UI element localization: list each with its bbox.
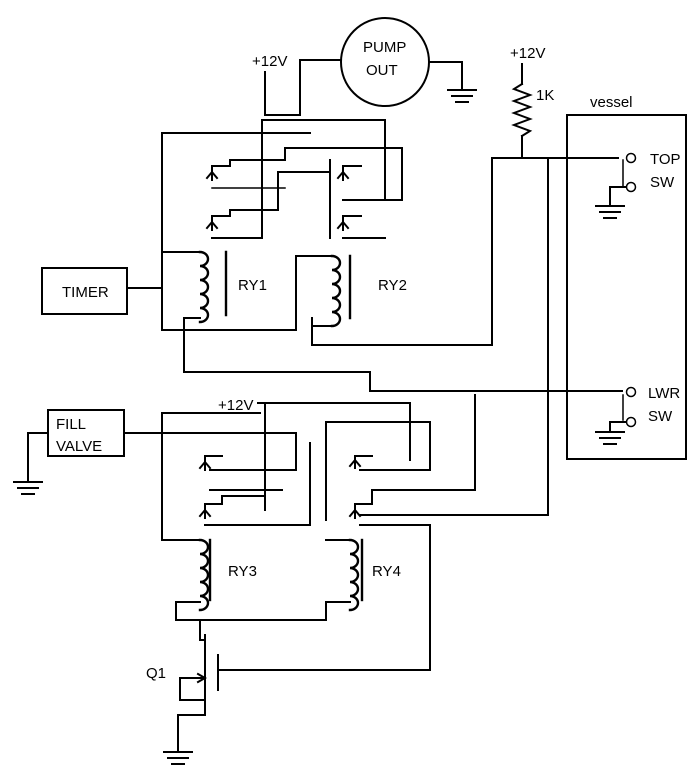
relay-ry2: RY2 xyxy=(295,254,407,328)
q1-label: Q1 xyxy=(146,665,166,682)
relay-contact-icon xyxy=(336,220,350,230)
coil-icon xyxy=(330,254,342,328)
vessel-label: vessel xyxy=(590,94,633,111)
pump-out-group: PUMP OUT xyxy=(340,17,477,107)
lower-switch-label-line2: SW xyxy=(648,408,673,425)
relay-contact-icon xyxy=(198,508,212,518)
ry2-label: RY2 xyxy=(378,277,407,294)
top-supply-label: +12V xyxy=(252,53,287,70)
ground-icon xyxy=(163,751,193,765)
left-bus xyxy=(161,132,311,541)
timer-box xyxy=(41,267,128,315)
pump-label-line1: PUMP xyxy=(363,39,406,56)
relay-ry3: RY3 xyxy=(161,538,257,641)
resistor-branch: +12V 1K xyxy=(311,45,619,516)
relay-contact-icon xyxy=(348,458,362,468)
lower-switch-contact-upper xyxy=(625,386,637,398)
ground-icon xyxy=(13,481,43,495)
ry1-label: RY1 xyxy=(238,277,267,294)
vessel-outline xyxy=(566,114,687,460)
lower-switch-label-line1: LWR xyxy=(648,385,680,402)
resistor-1k-icon xyxy=(511,82,533,138)
relay-contact-icon xyxy=(205,170,219,180)
top-switch-label-line2: SW xyxy=(650,174,675,191)
q1-arrow-icon xyxy=(196,672,208,684)
coil-icon xyxy=(198,538,210,612)
pump-label-line2: OUT xyxy=(366,62,398,79)
top-switch-label-line1: TOP xyxy=(650,151,681,168)
fill-valve-label-line2: VALVE xyxy=(56,438,102,455)
lower-supply-group: +12V xyxy=(218,394,476,511)
q1-transistor: Q1 xyxy=(146,634,219,765)
relay-contact-icon xyxy=(205,220,219,230)
resistor-supply-label: +12V xyxy=(510,45,545,62)
ground-icon xyxy=(447,89,477,103)
coil-icon xyxy=(198,250,210,324)
timer-group: TIMER xyxy=(41,267,163,315)
relay-contact-icon xyxy=(336,170,350,180)
ry4-label: RY4 xyxy=(372,563,401,580)
top-supply-group: +12V xyxy=(252,53,341,116)
fill-valve-group: FILL VALVE xyxy=(13,409,297,495)
lower-contact-block xyxy=(198,421,549,671)
relay-contact-icon xyxy=(198,460,212,470)
lower-supply-label: +12V xyxy=(218,397,253,414)
vessel-group: vessel TOP SW LWR SW xyxy=(566,94,687,460)
relay-ry1: RY1 xyxy=(161,250,623,392)
lower-switch-contact-lower xyxy=(625,416,637,428)
ground-icon xyxy=(595,205,625,219)
top-switch-contact-upper xyxy=(625,152,637,164)
fill-valve-label-line1: FILL xyxy=(56,416,86,433)
top-switch-contact-lower xyxy=(625,181,637,193)
relay-contact-icon xyxy=(348,508,362,518)
resistor-value-label: 1K xyxy=(536,87,554,104)
relay-ry4: RY4 xyxy=(199,538,401,621)
upper-contact-block xyxy=(205,119,403,239)
ground-icon xyxy=(595,431,625,445)
timer-label: TIMER xyxy=(62,284,109,301)
coil-icon xyxy=(348,538,360,612)
ry3-label: RY3 xyxy=(228,563,257,580)
